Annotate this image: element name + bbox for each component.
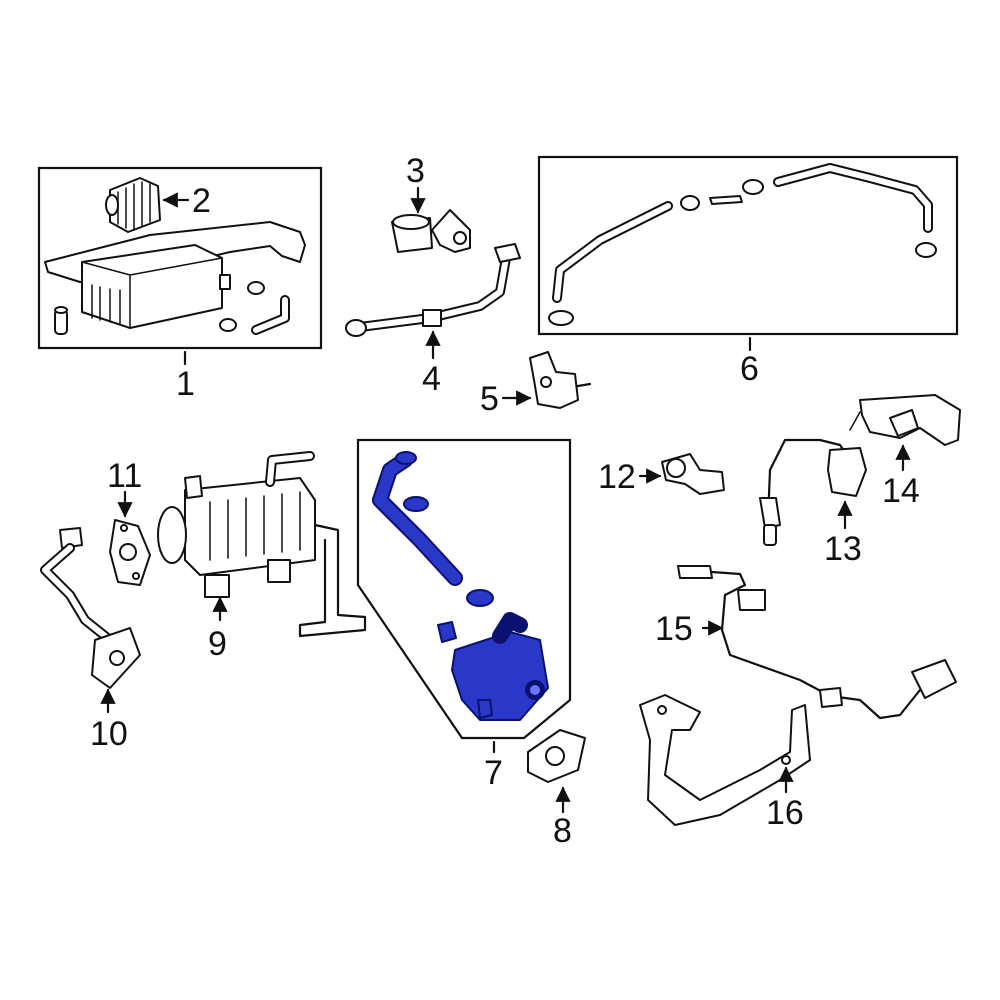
callout-9: 9	[208, 625, 227, 663]
part-3-valve[interactable]	[391, 209, 471, 253]
part-group-7-egr-valve[interactable]	[356, 438, 572, 740]
highlighted-egr-assembly[interactable]	[372, 451, 549, 721]
part-5-sensor[interactable]	[529, 351, 592, 409]
part-10-pipe[interactable]	[40, 527, 141, 689]
callout-6: 6	[740, 350, 759, 388]
group-6-box	[537, 155, 959, 336]
callout-11: 11	[107, 457, 142, 495]
part-group-1-canister[interactable]: 2 1	[37, 166, 323, 403]
callout-16: 16	[766, 794, 804, 832]
callout-2: 2	[192, 182, 211, 220]
part-group-6-hoses[interactable]	[537, 155, 959, 336]
part-9-egr-cooler[interactable]	[157, 451, 367, 638]
callout-8: 8	[553, 812, 572, 850]
part-4-pipe[interactable]	[345, 243, 521, 337]
part-2-filter[interactable]	[105, 177, 161, 233]
part-12-knock-sensor[interactable]	[661, 453, 725, 495]
group-1-box	[37, 166, 323, 350]
callout-1: 1	[176, 365, 195, 403]
part-16-bracket[interactable]	[639, 694, 811, 826]
callout-4: 4	[422, 360, 441, 398]
part-13-oxygen-sensor[interactable]	[759, 438, 867, 546]
part-15-sensor-harness[interactable]	[677, 565, 957, 720]
part-14-bracket-sensor[interactable]	[849, 394, 961, 446]
callout-12: 12	[598, 458, 636, 496]
callout-3: 3	[406, 152, 425, 190]
part-11-gasket[interactable]	[109, 519, 151, 586]
callout-7: 7	[484, 754, 503, 792]
group-7-box	[356, 438, 572, 740]
callout-5: 5	[480, 380, 499, 418]
callout-10: 10	[90, 715, 128, 753]
callout-15: 15	[655, 610, 693, 648]
part-8-gasket[interactable]	[527, 729, 586, 783]
callout-14: 14	[882, 472, 920, 510]
callout-13: 13	[824, 530, 862, 568]
